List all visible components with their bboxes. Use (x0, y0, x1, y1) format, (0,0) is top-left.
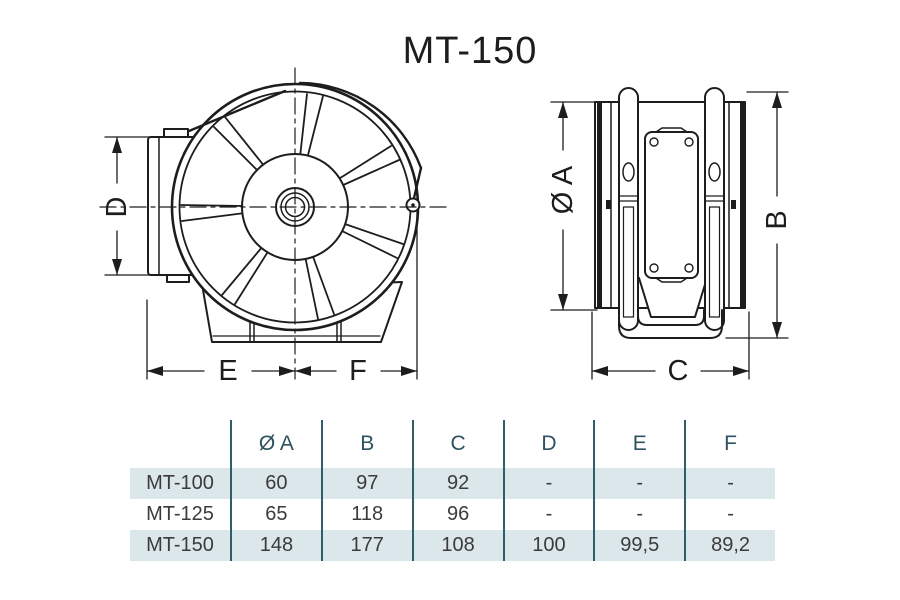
row-label: MT-125 (146, 503, 214, 525)
arrow-down-icon (112, 259, 122, 275)
page-title: MT-150 (402, 30, 538, 72)
dimension-value: - (502, 499, 594, 530)
dimension-value: - (684, 499, 775, 530)
column-header-b: B (320, 420, 412, 468)
dimension-value: 100 (502, 530, 594, 561)
dimension-b: B (725, 91, 793, 339)
dimension-b-label: B (761, 210, 793, 229)
dimension-d-label: D (101, 197, 133, 218)
dimensions-table: Ø A B C D E F MT-100 60 97 92 - - - MT-1… (130, 420, 775, 561)
arrow-up-icon (112, 137, 122, 153)
screw-icon (684, 137, 694, 147)
screw-icon (684, 263, 694, 273)
dimension-d: D (101, 136, 153, 276)
column-header-e: E (593, 420, 684, 468)
dimension-a-label: Ø A (547, 165, 579, 214)
side-view-drawing: Ø A B C (547, 87, 793, 387)
dimension-e-label: E (218, 355, 237, 387)
dimension-value: - (684, 468, 775, 499)
arrow-up-icon (558, 102, 568, 118)
dimension-value: - (502, 468, 594, 499)
column-header-a: Ø A (230, 420, 321, 468)
table-corner-cell (130, 420, 230, 468)
dimension-value: 148 (230, 530, 321, 561)
screw-icon (649, 137, 659, 147)
column-header-d: D (502, 420, 594, 468)
dimension-f: F (294, 211, 418, 387)
arrow-up-icon (772, 92, 782, 108)
dimension-e: E (146, 299, 296, 387)
left-flange (597, 101, 612, 309)
dimension-value: - (593, 468, 685, 499)
arrow-left-icon (147, 366, 163, 376)
dimension-value: 60 (230, 468, 321, 499)
dimension-value: 177 (320, 530, 412, 561)
dimension-c-label: C (668, 355, 689, 387)
arrow-right-icon (279, 366, 295, 376)
dimension-value: 118 (320, 499, 412, 530)
arrow-down-icon (772, 322, 782, 338)
column-header-c: C (411, 420, 503, 468)
dimension-value: 99,5 (593, 530, 685, 561)
dimension-c: C (591, 311, 750, 387)
row-label: MT-100 (130, 468, 230, 499)
arrow-down-icon (558, 294, 568, 310)
column-header-f: F (684, 420, 775, 468)
arrow-right-icon (401, 366, 417, 376)
mounting-bracket-side (618, 309, 723, 339)
screw-icon (649, 263, 659, 273)
arrow-right-icon (733, 366, 749, 376)
row-label: MT-150 (130, 530, 230, 561)
dimension-value: 108 (411, 530, 503, 561)
terminal-box (644, 127, 699, 283)
dimension-value: 96 (411, 499, 503, 530)
dimension-value: 65 (230, 499, 321, 530)
bracket-plate (638, 277, 708, 318)
dimension-f-label: F (349, 355, 367, 387)
dimension-value: 97 (320, 468, 412, 499)
clamp-strap-left (618, 87, 639, 331)
arrow-left-icon (295, 366, 311, 376)
arrow-left-icon (592, 366, 608, 376)
dimension-a: Ø A (547, 101, 598, 311)
right-flange (728, 101, 745, 309)
front-view-drawing: D E F (99, 67, 450, 387)
fan-blades (180, 93, 404, 320)
dimension-value: - (593, 499, 684, 530)
dimension-value: 92 (411, 468, 503, 499)
dimension-value: 89,2 (684, 530, 775, 561)
volute-scroll (187, 81, 423, 213)
clamp-strap-right (704, 87, 725, 331)
